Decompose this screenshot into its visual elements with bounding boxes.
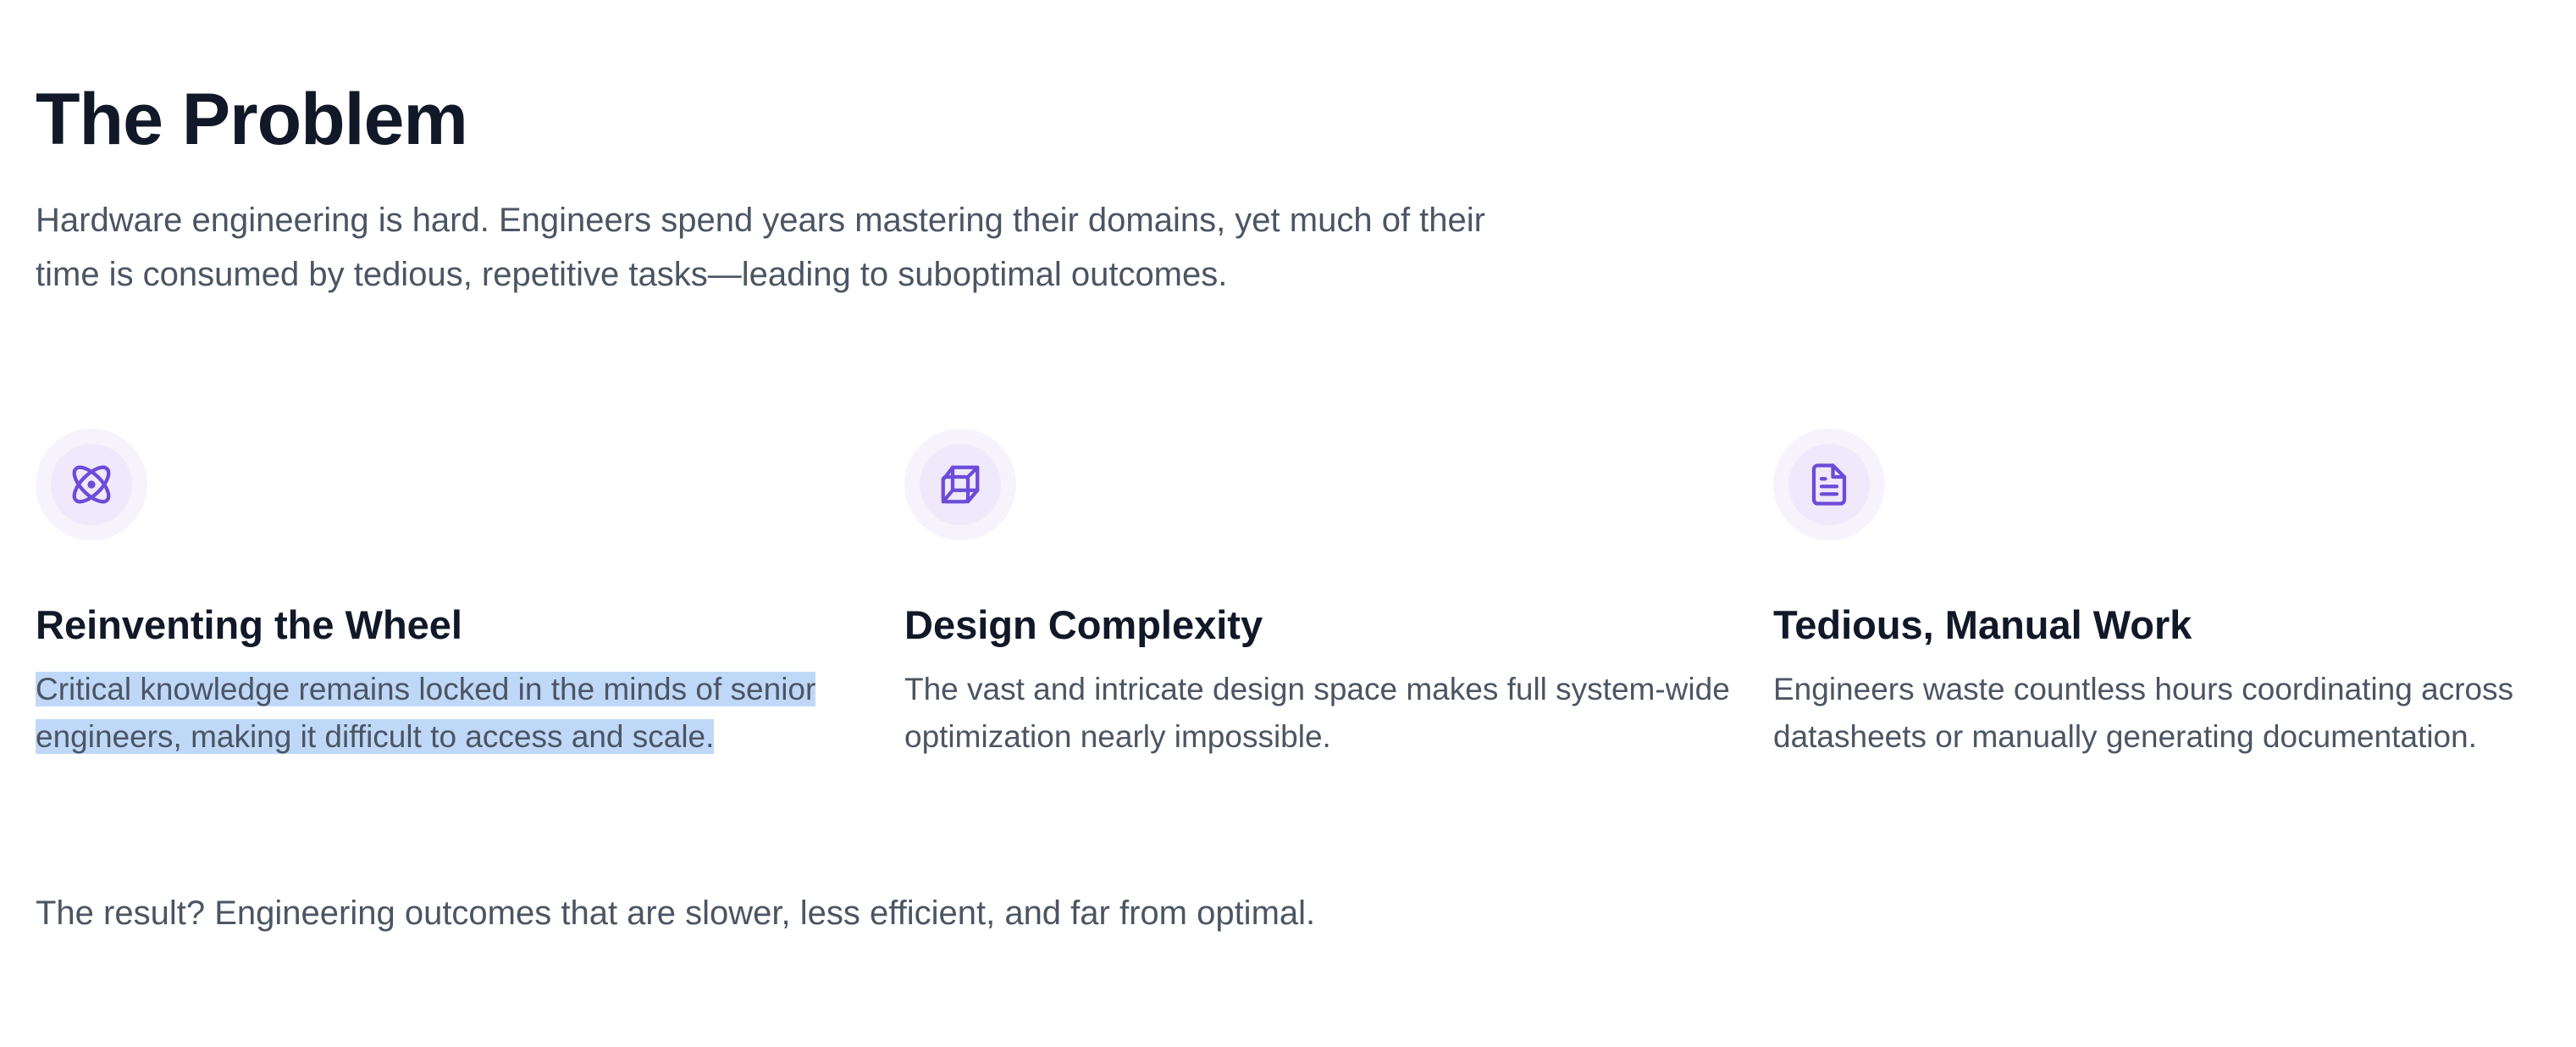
feature-description: The vast and intricate design space make… — [904, 672, 1730, 754]
document-icon — [1788, 444, 1870, 525]
feature-title: Reinventing the Wheel — [36, 602, 462, 647]
feature-grid: Reinventing the Wheel Critical knowledge… — [36, 429, 2568, 784]
feature-icon-container — [36, 429, 147, 540]
selected-text: Critical knowledge remains locked in the… — [36, 672, 816, 754]
feature-icon-container — [1773, 429, 1885, 540]
feature-icon-container — [904, 429, 1016, 540]
section-title: The Problem — [36, 79, 468, 160]
result-statement: The result? Engineering outcomes that ar… — [36, 895, 1316, 932]
section-intro: Hardware engineering is hard. Engineers … — [36, 202, 1485, 293]
cube-icon — [920, 444, 1001, 525]
feature-description: Engineers waste countless hours coordina… — [1773, 672, 2514, 754]
feature-description: Critical knowledge remains locked in the… — [36, 666, 874, 761]
feature-title: Design Complexity — [904, 602, 1263, 647]
feature-title: Tedious, Manual Work — [1773, 602, 2192, 647]
atom-icon — [51, 444, 132, 525]
